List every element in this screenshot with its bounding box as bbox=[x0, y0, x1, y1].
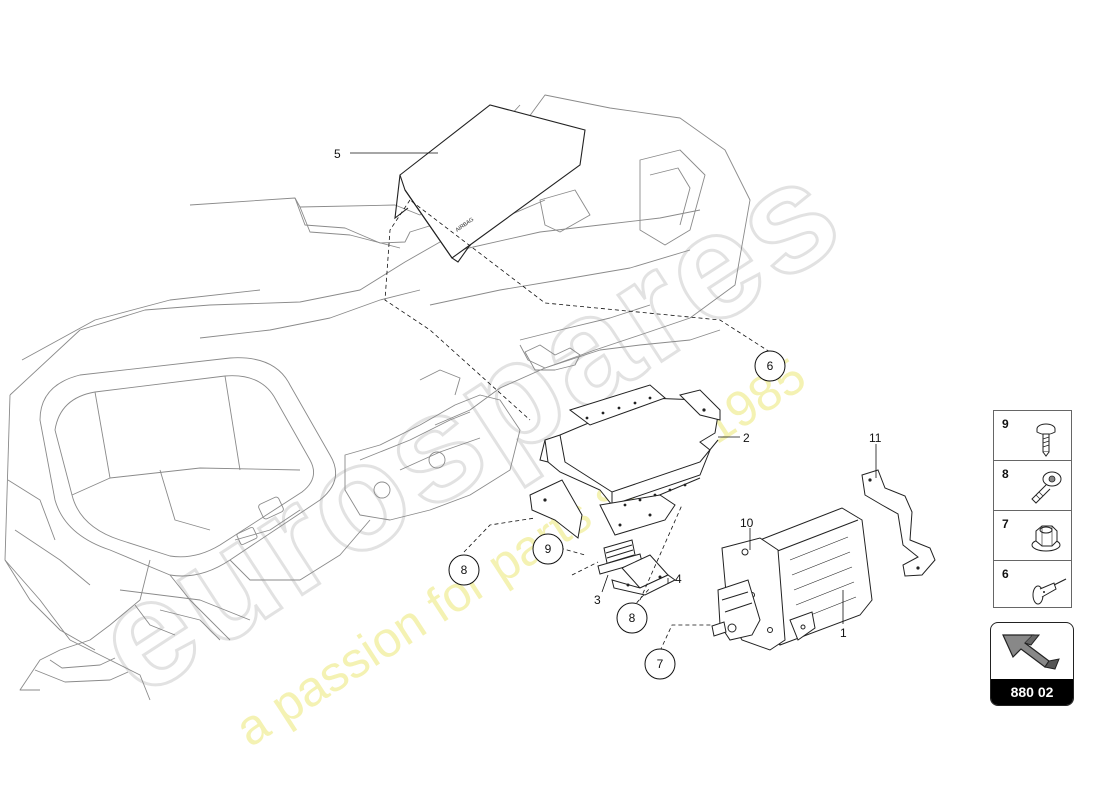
direction-arrow-icon bbox=[1002, 634, 1060, 670]
legend-number: 9 bbox=[1002, 417, 1009, 431]
callouts: 5 2 11 10 4 3 1 6 9 8 8 7 bbox=[334, 147, 882, 680]
callout-3: 3 bbox=[594, 593, 601, 607]
callout-8b: 8 bbox=[629, 611, 636, 625]
callout-1: 1 bbox=[840, 626, 847, 640]
legend-item-nut: 7 bbox=[993, 510, 1072, 561]
callout-9-circle: 9 bbox=[532, 533, 564, 565]
legend-item-blind-rivet: 6 bbox=[993, 560, 1072, 608]
callout-7: 7 bbox=[657, 657, 664, 671]
callout-7-circle: 7 bbox=[644, 648, 676, 680]
callout-9: 9 bbox=[545, 542, 552, 556]
airbag-control-unit bbox=[711, 507, 873, 651]
airbag-bracket bbox=[529, 384, 721, 539]
legend-item-screw: 9 bbox=[993, 410, 1072, 461]
callout-11: 11 bbox=[869, 431, 882, 445]
flange-screw-icon bbox=[1036, 423, 1056, 457]
legend-item-expanding-rivet: 8 bbox=[993, 460, 1072, 511]
page-number: 880 02 bbox=[991, 679, 1073, 705]
callout-10: 10 bbox=[740, 516, 754, 530]
callout-2: 2 bbox=[743, 431, 750, 445]
legend-number: 8 bbox=[1002, 467, 1009, 481]
callout-5: 5 bbox=[334, 147, 341, 161]
leader-lines bbox=[350, 152, 877, 624]
expanding-rivet-icon bbox=[1031, 471, 1062, 504]
dashboard-drawing bbox=[4, 94, 751, 701]
callout-8a-circle: 8 bbox=[448, 554, 480, 586]
bracket-3 bbox=[597, 539, 643, 575]
legend-number: 6 bbox=[1002, 567, 1009, 581]
dashed-leader-lines bbox=[384, 199, 771, 652]
callout-6: 6 bbox=[767, 359, 774, 373]
callout-6-circle: 6 bbox=[754, 350, 786, 382]
callout-8b-circle: 8 bbox=[616, 602, 648, 634]
callout-8a: 8 bbox=[461, 563, 468, 577]
retaining-strap bbox=[861, 469, 936, 577]
blind-rivet-icon bbox=[1032, 578, 1067, 605]
legend-number: 7 bbox=[1002, 517, 1009, 531]
bracket-4 bbox=[611, 554, 676, 596]
callout-4: 4 bbox=[675, 572, 682, 586]
hex-nut-icon bbox=[1031, 525, 1061, 552]
passenger-airbag-cover: AIRBAG bbox=[394, 104, 586, 263]
page-reference-badge: 880 02 bbox=[990, 622, 1074, 706]
